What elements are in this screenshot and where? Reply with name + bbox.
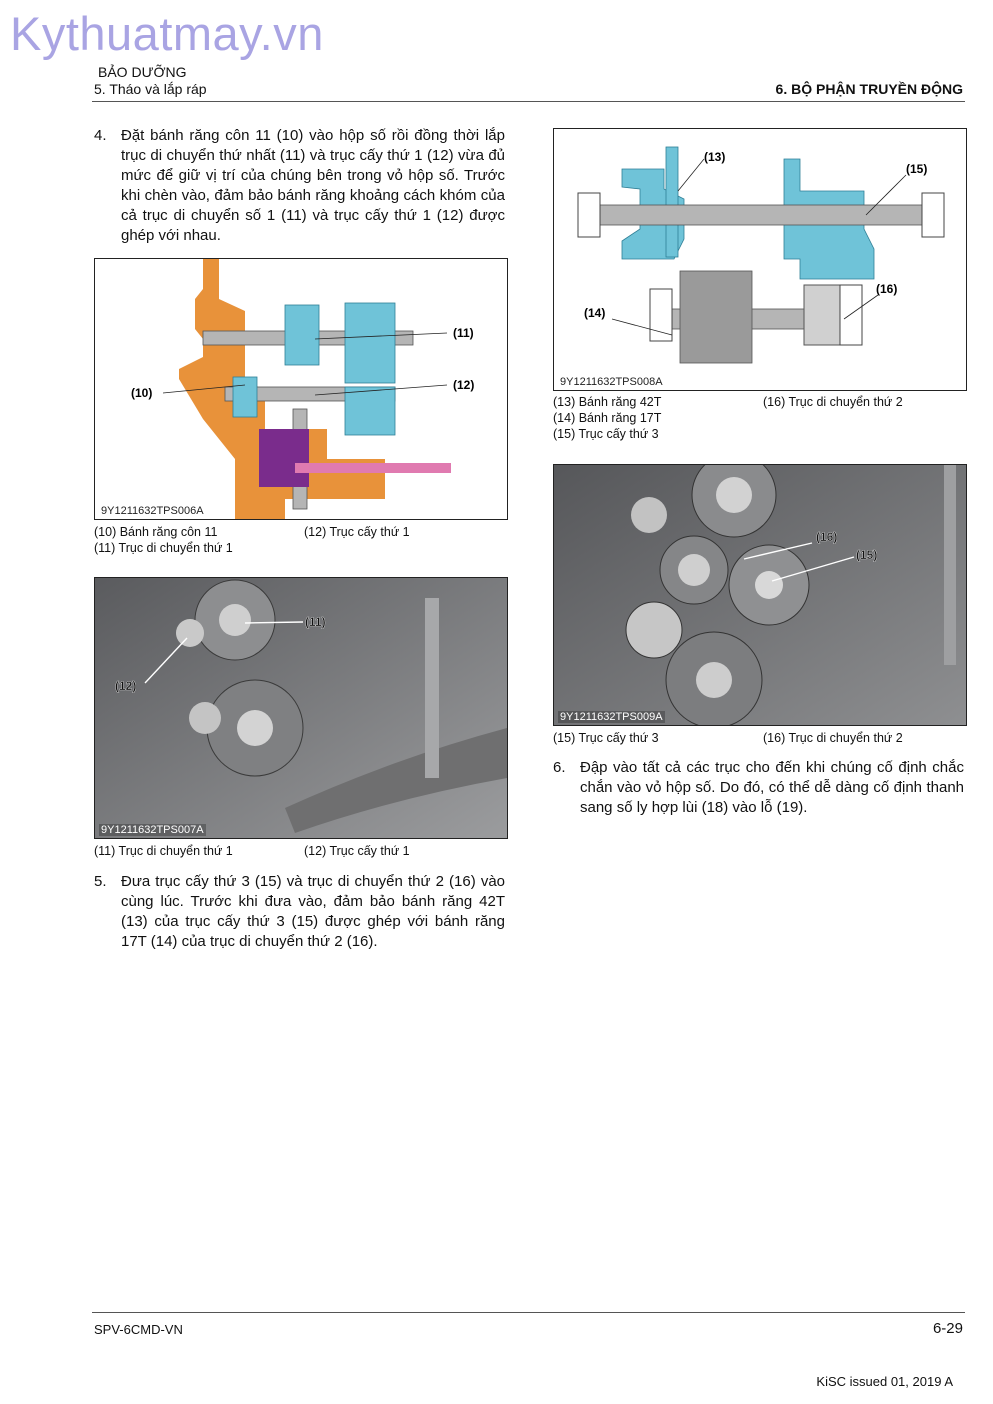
bearing-photo-1	[716, 477, 752, 513]
label-16: (16)	[876, 282, 897, 296]
step-text: Đặt bánh răng côn 11 (10) vào hộp số rồi…	[121, 127, 505, 244]
purple-part	[259, 429, 309, 487]
leader-10	[162, 384, 246, 394]
gear-13-plate	[665, 146, 679, 258]
bearing-photo-2	[237, 710, 273, 746]
bearing-photo-3	[625, 601, 683, 659]
bearing-photo-2	[678, 554, 710, 586]
step-4: 4. Đặt bánh răng côn 11 (10) vào hộp số …	[94, 126, 505, 246]
gear-cyan-2	[344, 302, 396, 384]
leader-14	[611, 318, 673, 336]
leader-13	[677, 158, 705, 192]
page-number: 6-29	[932, 1320, 963, 1337]
step-5: 5. Đưa trục cấy thứ 3 (15) và trục di ch…	[94, 872, 505, 952]
bearing-top-left	[577, 192, 601, 238]
bearing-photo-3	[176, 619, 204, 647]
bearing-photo-5	[631, 497, 667, 533]
caption-12: (12) Trục cấy thứ 1	[304, 844, 410, 858]
label-11: (11)	[453, 326, 474, 340]
rod-photo	[425, 598, 439, 778]
footer-divider	[92, 1312, 965, 1313]
gear-cyan-3	[344, 386, 396, 436]
caption-10: (10) Bánh răng côn 11	[94, 525, 218, 539]
leader-12	[144, 637, 188, 684]
caption-12: (12) Trục cấy thứ 1	[304, 525, 410, 539]
label-14: (14)	[584, 306, 605, 320]
step-number: 6.	[553, 759, 566, 776]
step-text: Đưa trục cấy thứ 3 (15) và trục di chuyể…	[121, 873, 505, 950]
gear-14	[679, 270, 753, 364]
figure-shaft-assembly-diagram: (11) (10) (12) 9Y1211632TPS006A	[94, 258, 508, 520]
label-12: (12)	[115, 679, 136, 693]
bearing-photo-4	[189, 702, 221, 734]
header-chapter: 6. BỘ PHẬN TRUYỀN ĐỘNG	[775, 81, 963, 97]
diagram-drawing: (13) (15) (14) (16)	[577, 146, 945, 364]
step-number: 5.	[94, 873, 107, 890]
header-subsection: 5. Tháo và lắp ráp	[94, 81, 207, 97]
header-divider	[92, 101, 965, 102]
bearing-bottom-left	[649, 288, 673, 342]
leader-11	[244, 621, 304, 624]
ring-gear-photo	[285, 728, 507, 833]
label-16: (16)	[816, 530, 837, 544]
bearing-15-photo	[755, 571, 783, 599]
step-6: 6. Đập vào tất cả các trục cho đến khi c…	[553, 758, 964, 818]
figure-gear-mesh-diagram: (13) (15) (14) (16) 9Y1211632TPS008A	[553, 128, 967, 391]
caption-15: (15) Trục cấy thứ 3	[553, 731, 659, 745]
header-section: BẢO DƯỠNG	[98, 64, 187, 80]
bearing-photo-1	[219, 604, 251, 636]
leader-16	[843, 294, 879, 320]
caption-13: (13) Bánh răng 42T	[553, 395, 662, 409]
figure-code: 9Y1211632TPS008A	[558, 376, 665, 388]
footer-doc-id: SPV-6CMD-VN	[94, 1322, 183, 1337]
caption-16: (16) Trục di chuyển thứ 2	[763, 395, 903, 409]
caption-16: (16) Trục di chuyển thứ 2	[763, 731, 903, 745]
leader-12	[314, 384, 448, 396]
housing-shape	[179, 259, 385, 519]
caption-11: (11) Trục di chuyển thứ 1	[94, 844, 233, 858]
label-11: (11)	[305, 615, 326, 629]
pink-rod	[295, 463, 451, 473]
figure-code: 9Y1211632TPS006A	[99, 505, 206, 517]
diagram-drawing: (11) (10) (12)	[131, 259, 474, 519]
caption-11: (11) Trục di chuyển thứ 1	[94, 541, 233, 555]
figure-code: 9Y1211632TPS007A	[99, 824, 206, 836]
leader-11	[314, 332, 448, 340]
bearing-photo-4	[696, 662, 732, 698]
figure-photo-gear-mesh: (16) (15) 9Y1211632TPS009A	[553, 464, 967, 726]
photo-placeholder: (16) (15)	[554, 465, 966, 725]
photo-placeholder: (11) (12)	[95, 578, 507, 838]
leader-15	[865, 174, 907, 216]
caption-14: (14) Bánh răng 17T	[553, 411, 662, 425]
label-13: (13)	[704, 150, 725, 164]
caption-15: (15) Trục cấy thứ 3	[553, 427, 659, 441]
figure-photo-shafts-installed: (11) (12) 9Y1211632TPS007A	[94, 577, 508, 839]
bearing-bottom-right	[839, 284, 863, 346]
leader-15	[771, 556, 855, 582]
shaft-15	[577, 204, 941, 226]
figure-code: 9Y1211632TPS009A	[558, 711, 665, 723]
gear-cyan-1	[284, 304, 320, 366]
label-10: (10)	[131, 386, 152, 400]
step-text: Đập vào tất cả các trục cho đến khi chún…	[580, 759, 964, 816]
label-15: (15)	[856, 548, 877, 562]
issued-note: KiSC issued 01, 2019 A	[816, 1374, 953, 1389]
bearing-top-right	[921, 192, 945, 238]
needle-bearing	[803, 284, 841, 346]
watermark: Kythuatmay.vn	[10, 7, 324, 60]
leader-16	[743, 542, 813, 560]
rod-photo	[944, 465, 956, 665]
photo-background	[95, 578, 507, 838]
label-12: (12)	[453, 378, 474, 392]
step-number: 4.	[94, 127, 107, 144]
bevel-gear-10	[232, 376, 258, 418]
label-15: (15)	[906, 162, 927, 176]
